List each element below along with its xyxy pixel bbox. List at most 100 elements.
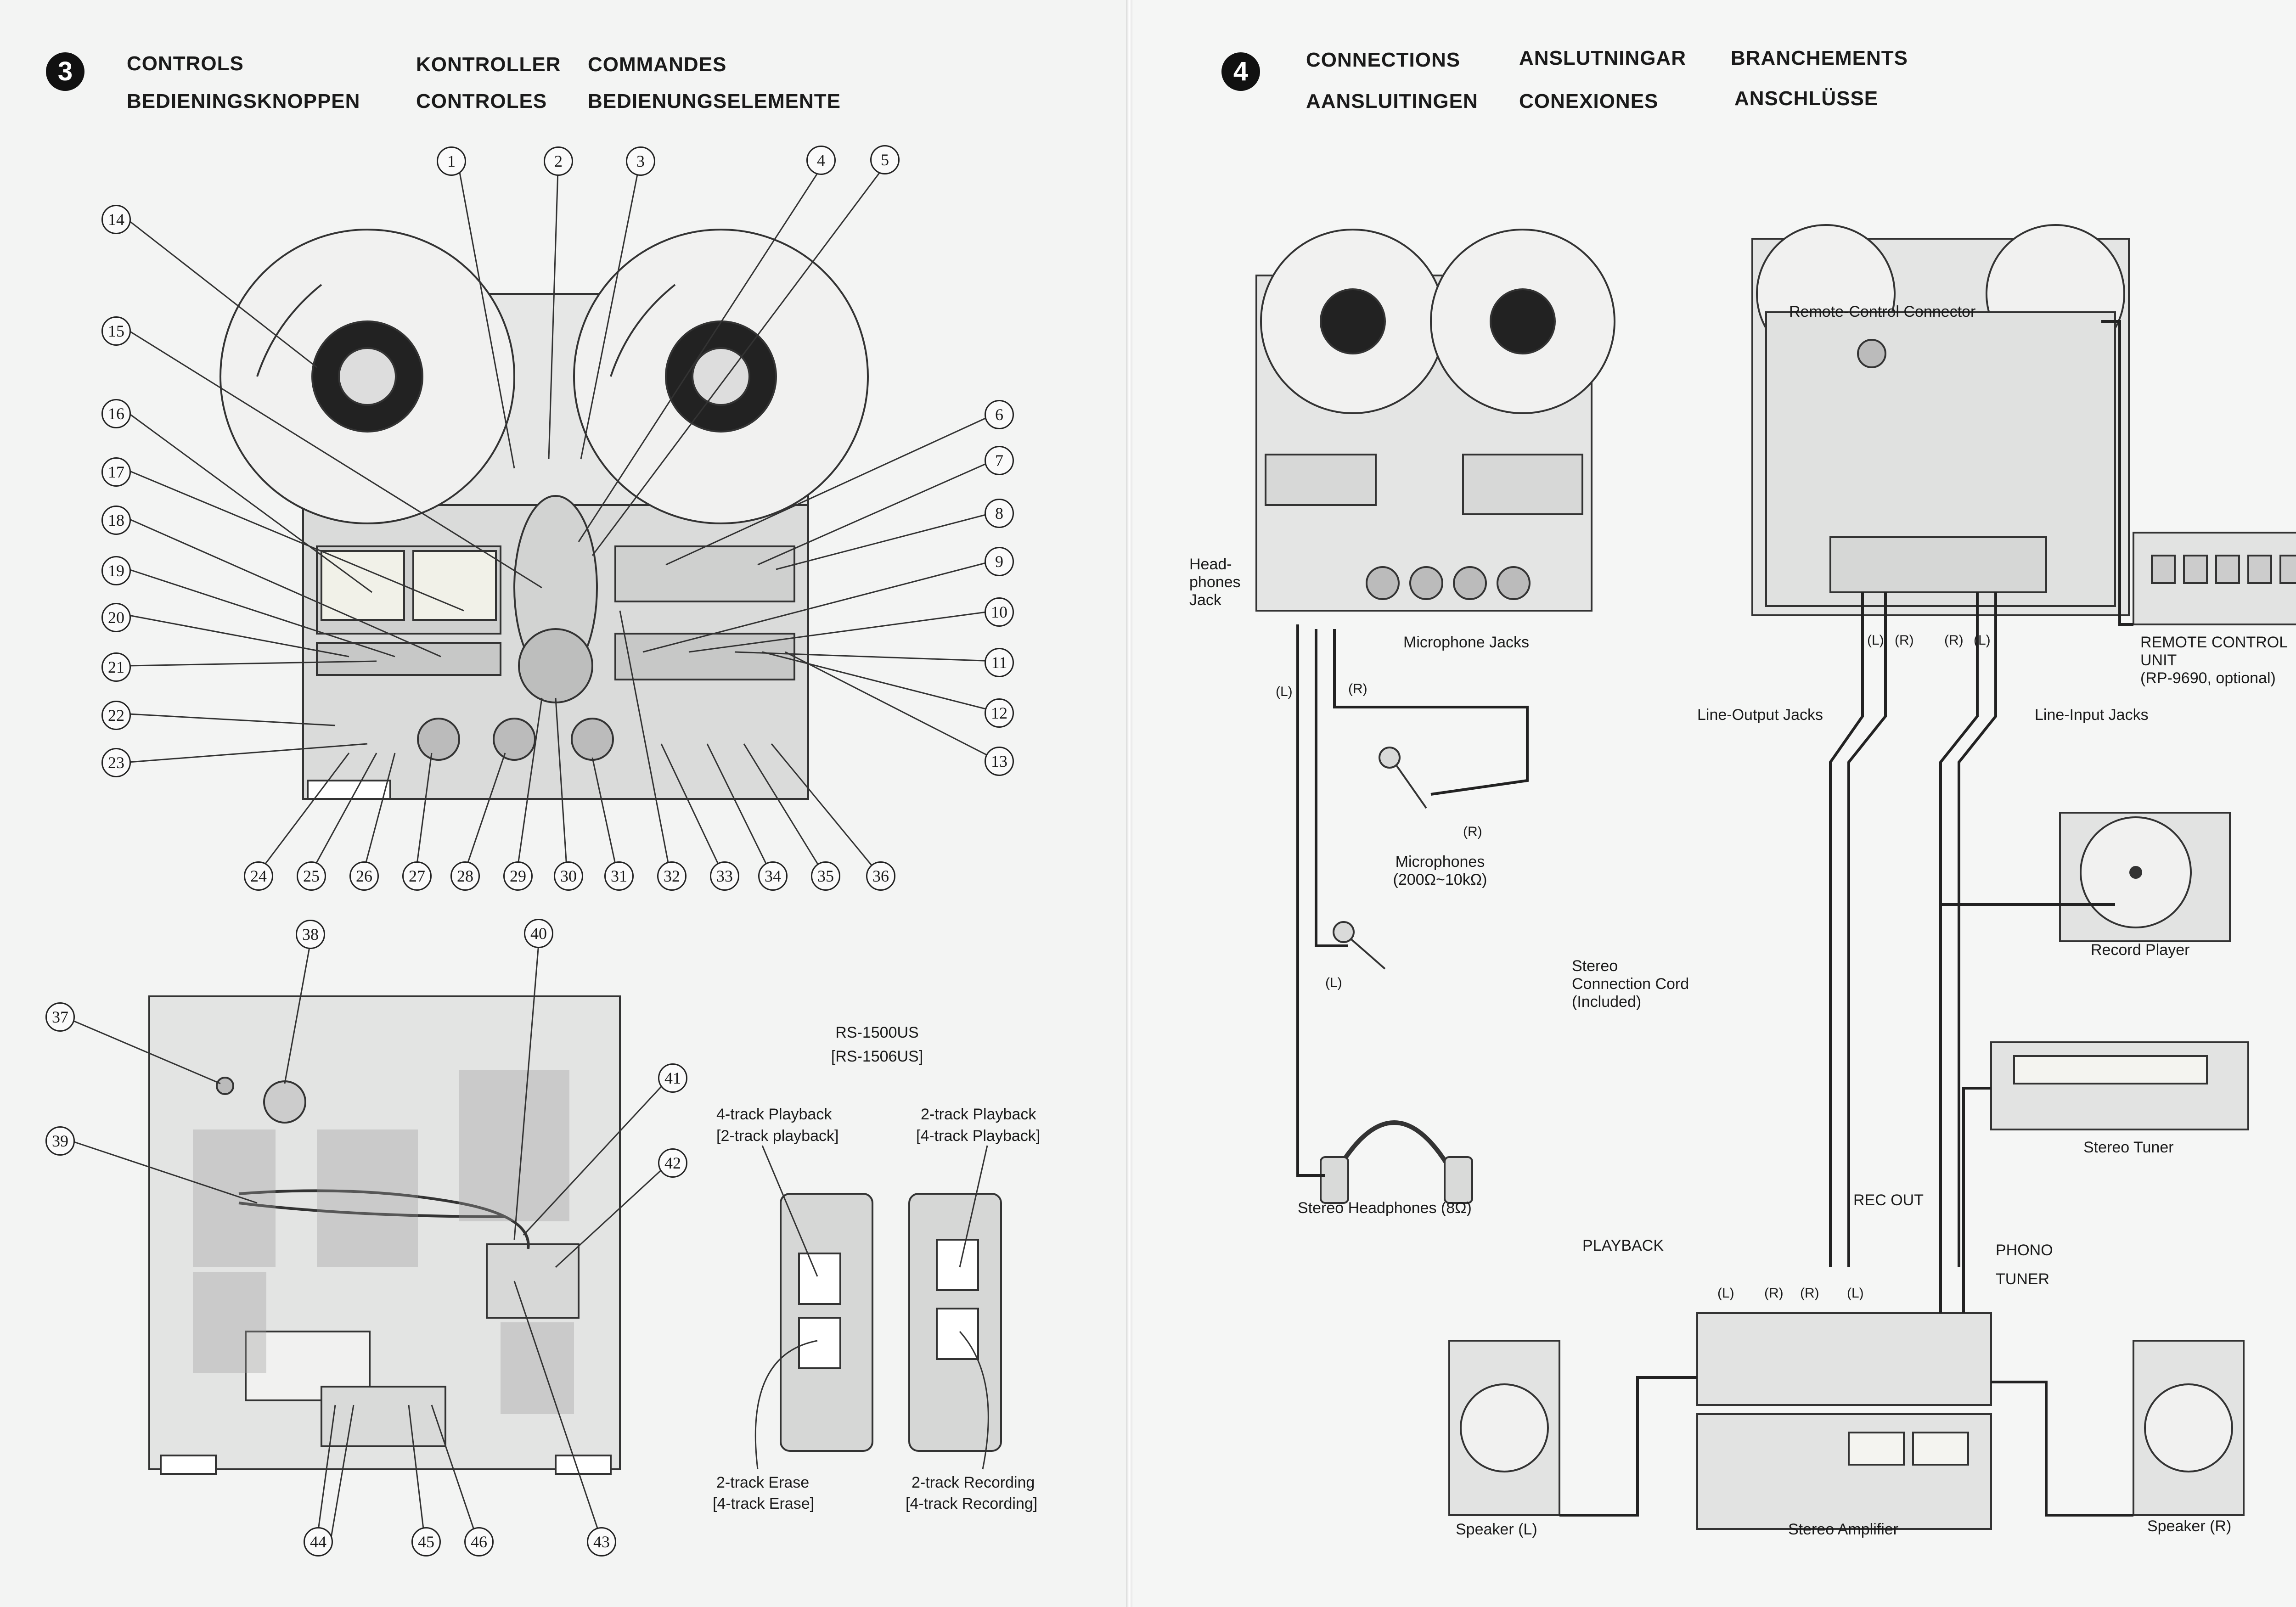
label-amp-playback-r: (R) — [1764, 1286, 1784, 1301]
label-mic-r-lower: (R) — [1463, 824, 1482, 839]
callout-4: 4 — [806, 146, 836, 175]
heading-kontroller: KONTROLLER — [416, 53, 561, 76]
callout-38: 38 — [296, 920, 325, 949]
cables — [1296, 320, 2133, 1517]
label-mic-l-lower: (L) — [1325, 975, 1342, 990]
heading-connections: CONNECTIONS — [1306, 49, 1461, 71]
callout-31: 31 — [604, 861, 634, 891]
label-mic-r: (R) — [1348, 681, 1367, 697]
heading-aansluitingen: AANSLUITINGEN — [1306, 90, 1478, 112]
record-player — [2059, 812, 2231, 942]
callout-37: 37 — [45, 1002, 75, 1032]
label-stereo-headphones: Stereo Headphones (8Ω) — [1298, 1199, 1472, 1217]
callout-29: 29 — [503, 861, 533, 891]
rear-panel-illustration — [64, 932, 671, 1541]
label-line-input-jacks: Line-Input Jacks — [2035, 706, 2149, 724]
heading-commandes: COMMANDES — [588, 53, 727, 76]
callout-22: 22 — [101, 701, 131, 730]
head-label-2track-playback-alt: [2-track playback] — [716, 1127, 839, 1145]
callout-12: 12 — [985, 698, 1014, 728]
model-label-alt: [RS-1506US] — [831, 1048, 923, 1065]
head-label-2track-playback: 2-track Playback — [921, 1106, 1036, 1123]
callout-19: 19 — [101, 556, 131, 585]
callout-28: 28 — [450, 861, 480, 891]
rear-meter-panel — [486, 1243, 580, 1319]
callout-26: 26 — [349, 861, 379, 891]
callout-21: 21 — [101, 652, 131, 682]
label-rec-out: REC OUT — [1853, 1191, 1924, 1209]
heads-detail-illustration — [754, 1145, 1002, 1470]
microphones — [1333, 747, 1427, 970]
label-mic-l: (L) — [1276, 684, 1293, 699]
label-headphones-jack: Head- phones Jack — [1189, 556, 1241, 609]
label-stereo-amplifier: Stereo Amplifier — [1788, 1521, 1898, 1538]
label-line-output-jacks: Line-Output Jacks — [1697, 706, 1823, 724]
head-label-4track-playback-alt: [4-track Playback] — [916, 1127, 1041, 1145]
callout-32: 32 — [657, 861, 687, 891]
page-connections: 4 CONNECTIONS ANSLUTNINGAR BRANCHEMENTS … — [1132, 0, 2296, 1607]
rear-vent-grid — [193, 1070, 574, 1414]
headphones — [1320, 1120, 1473, 1204]
label-remote-control-connector: Remote-Control Connector — [1789, 303, 1976, 320]
callout-20: 20 — [101, 603, 131, 632]
front-deck-small — [1255, 229, 1615, 612]
callout-41: 41 — [658, 1063, 687, 1093]
label-microphone-jacks: Microphone Jacks — [1403, 634, 1530, 651]
callout-39: 39 — [45, 1126, 75, 1156]
callout-10: 10 — [985, 597, 1014, 627]
label-amp-recout-r: (R) — [1800, 1286, 1819, 1301]
callout-15: 15 — [101, 316, 131, 346]
callout-40: 40 — [524, 919, 553, 948]
callout-24: 24 — [244, 861, 273, 891]
label-out-r: (R) — [1895, 633, 1914, 648]
label-amp-playback-l: (L) — [1717, 1286, 1734, 1301]
callout-35: 35 — [811, 861, 840, 891]
heading-controls: CONTROLS — [127, 52, 244, 75]
callout-42: 42 — [658, 1148, 687, 1178]
callout-1: 1 — [437, 146, 466, 176]
label-remote-control-unit: REMOTE CONTROL UNIT (RP-9690, optional) — [2140, 634, 2288, 687]
callout-11: 11 — [985, 648, 1014, 677]
knob-27 — [417, 718, 460, 761]
label-playback: PLAYBACK — [1582, 1237, 1664, 1254]
callout-46: 46 — [464, 1527, 494, 1556]
heading-anslutningar: ANSLUTNINGAR — [1519, 47, 1686, 69]
callout-27: 27 — [402, 861, 432, 891]
section-number-4: 4 — [1221, 52, 1260, 91]
label-out-l: (L) — [1867, 633, 1884, 648]
model-label: RS-1500US — [835, 1024, 919, 1041]
callout-17: 17 — [101, 457, 131, 487]
callout-13: 13 — [985, 747, 1014, 776]
callout-43: 43 — [587, 1527, 616, 1556]
callout-9: 9 — [985, 547, 1014, 576]
callout-23: 23 — [101, 748, 131, 777]
rear-jack-panel — [321, 1386, 446, 1447]
callout-25: 25 — [297, 861, 326, 891]
head-label-2track-erase: 2-track Erase — [716, 1474, 810, 1491]
heading-controles: CONTROLES — [416, 90, 547, 112]
battery-label — [245, 1331, 371, 1401]
leader-lines — [128, 169, 997, 875]
callout-30: 30 — [554, 861, 583, 891]
head-label-4track-erase-alt: [4-track Erase] — [713, 1495, 815, 1512]
label-stereo-tuner: Stereo Tuner — [2083, 1139, 2174, 1156]
rear-leader-lines — [64, 932, 671, 1541]
label-tuner: TUNER — [1996, 1270, 2050, 1288]
knob-28 — [493, 718, 536, 761]
callout-18: 18 — [101, 506, 131, 535]
callout-7: 7 — [985, 446, 1014, 475]
heading-bedieningsknoppen: BEDIENINGSKNOPPEN — [127, 90, 360, 112]
heading-anschlusse: ANSCHLÜSSE — [1734, 87, 1879, 110]
reels — [219, 229, 869, 524]
head-label-4track-playback: 4-track Playback — [716, 1106, 832, 1123]
callout-16: 16 — [101, 399, 131, 428]
head-label-4track-recording-alt: [4-track Recording] — [906, 1495, 1038, 1512]
label-speaker-l: Speaker (L) — [1456, 1521, 1537, 1538]
head-label-2track-recording: 2-track Recording — [912, 1474, 1035, 1491]
callout-8: 8 — [985, 499, 1014, 528]
rear-deck-small — [1751, 224, 2130, 616]
speakers — [1448, 1340, 2245, 1516]
front-deck-illustration — [128, 169, 997, 875]
heading-conexiones: CONEXIONES — [1519, 90, 1659, 112]
callout-3: 3 — [626, 146, 655, 176]
